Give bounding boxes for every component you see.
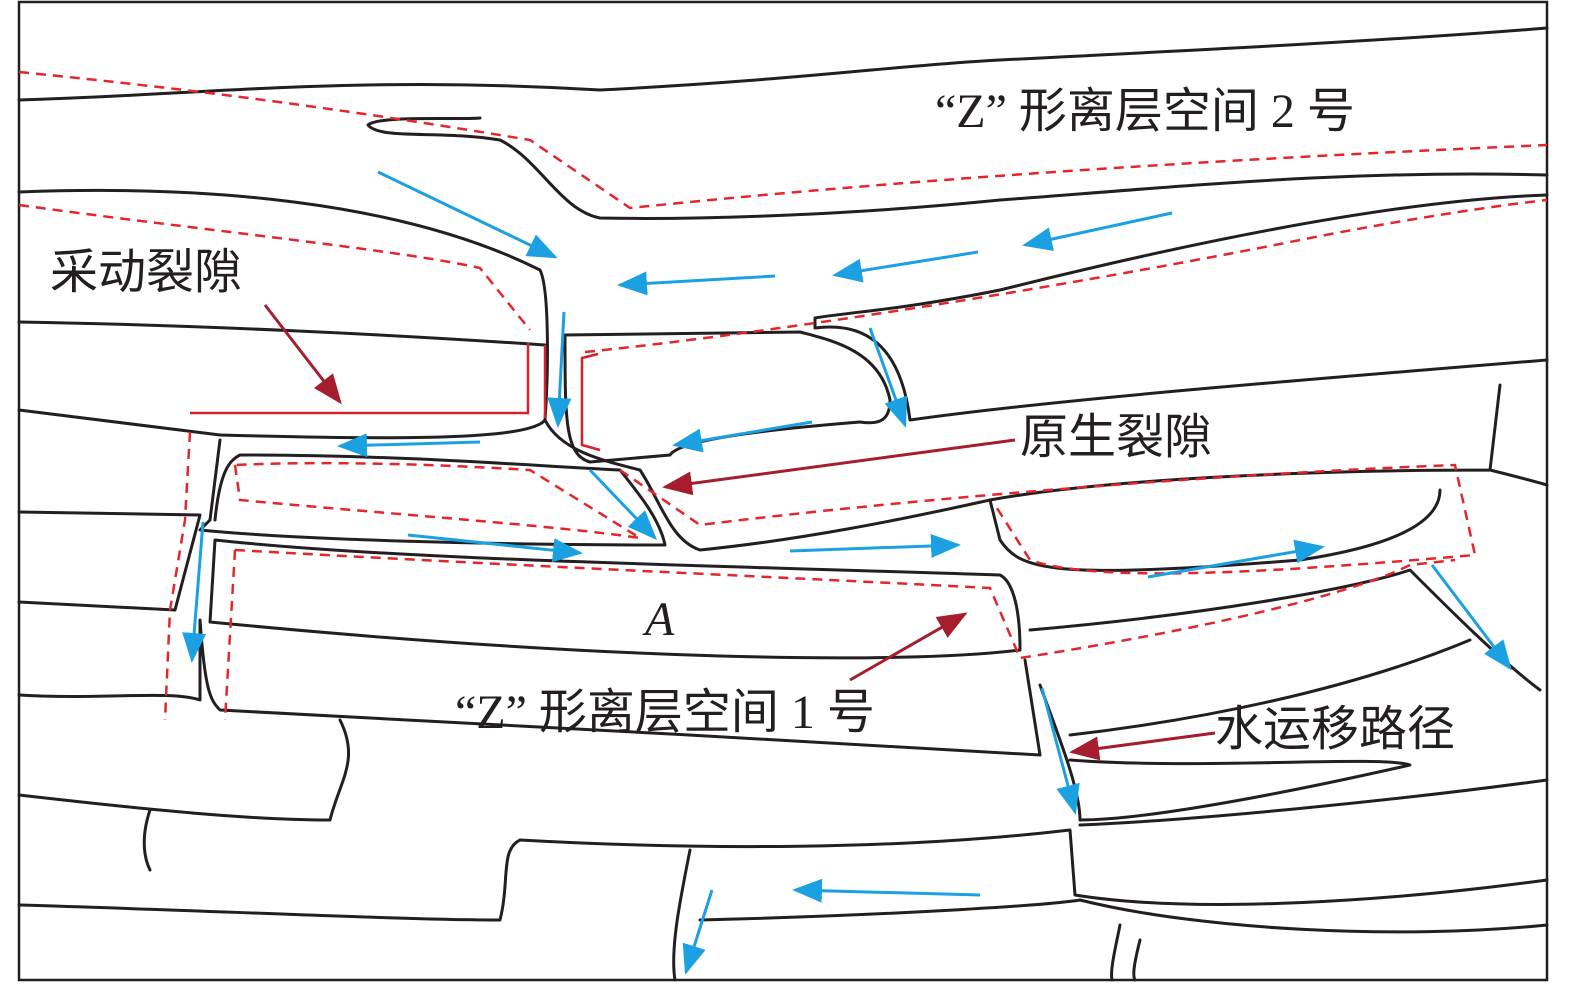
water-flow-arrows [182, 170, 1512, 975]
flow-arrow [1147, 539, 1325, 579]
label-water-path: 水运移路径 [1215, 703, 1455, 756]
flow-arrow [868, 327, 908, 428]
flow-arrow [1040, 687, 1080, 815]
mining-fracture [190, 343, 601, 452]
flow-arrow [789, 533, 961, 558]
flow-arrow [682, 889, 714, 975]
flow-arrow [377, 170, 558, 259]
label-block-a: A [642, 593, 675, 646]
pointer-mining-fracture [263, 304, 342, 405]
flow-arrow [1430, 564, 1512, 671]
pointer-space1 [849, 612, 968, 682]
frame [17, 0, 1549, 982]
flow-arrow [407, 533, 583, 563]
flow-arrow [588, 468, 658, 541]
rock-strata [17, 26, 1549, 982]
separation-zones [18, 70, 1548, 721]
flow-arrow [832, 250, 979, 283]
flow-arrow [1022, 211, 1173, 251]
label-mining-fracture: 采动裂隙 [50, 246, 242, 299]
flow-arrow [337, 433, 481, 458]
flow-arrow [792, 878, 981, 903]
flow-arrow [547, 311, 572, 428]
pointer-primary-fracture [662, 438, 1016, 496]
flow-arrow [672, 420, 813, 453]
label-primary-fracture: 原生裂隙 [1020, 411, 1212, 464]
pointer-arrows [263, 304, 1216, 761]
flow-arrow [182, 521, 207, 663]
pointer-water-path [1069, 731, 1216, 761]
label-space1: “Z” 形离层空间 1 号 [455, 686, 875, 739]
label-space2: “Z” 形离层空间 2 号 [935, 85, 1355, 138]
flow-arrow [617, 271, 776, 296]
